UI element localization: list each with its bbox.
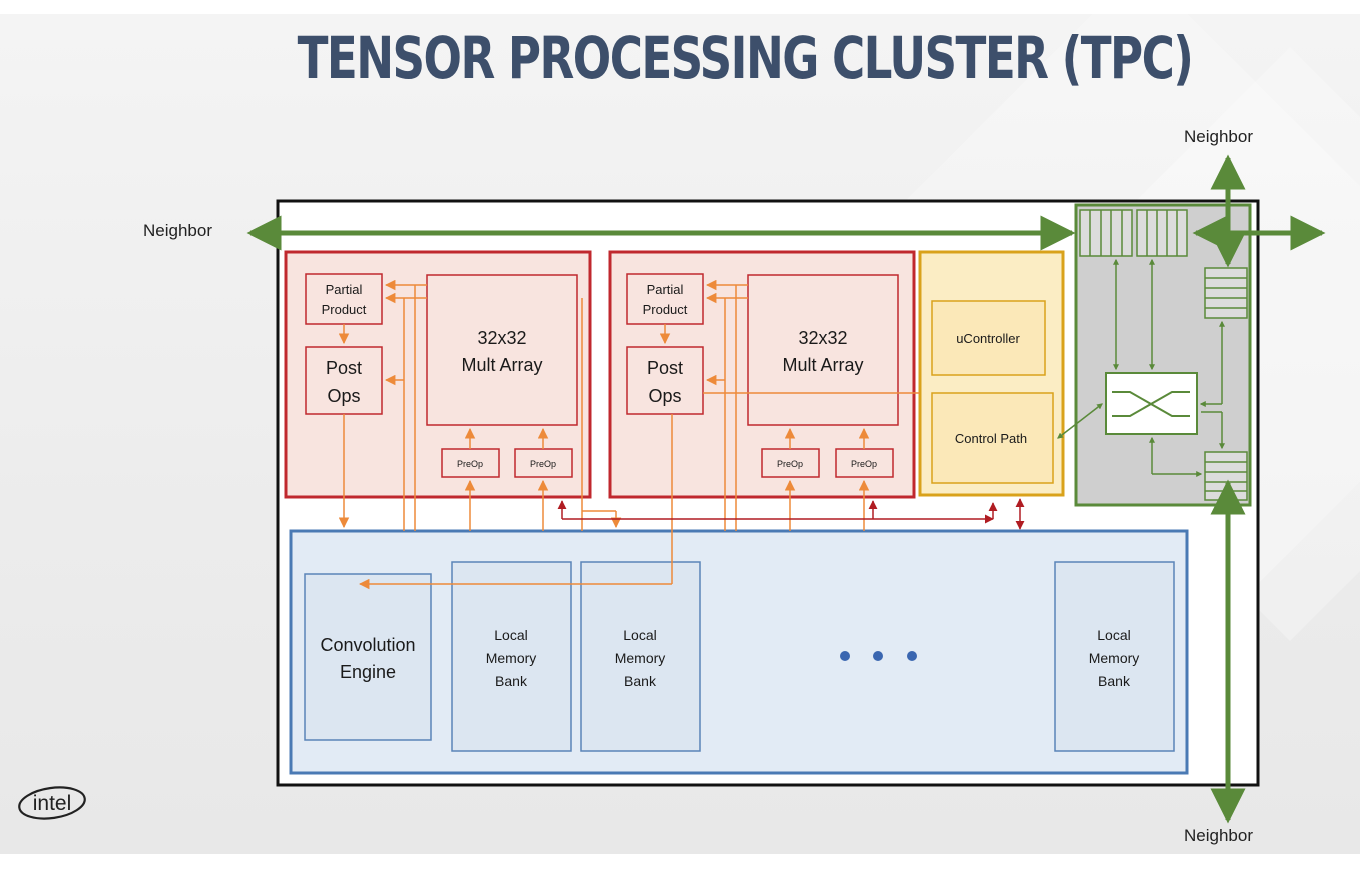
intel-logo: intel xyxy=(18,786,86,820)
memory-bank-label: Bank xyxy=(1098,673,1131,689)
preop-label: PreOp xyxy=(777,459,803,469)
slide-title: TENSOR PROCESSING CLUSTER (TPC) xyxy=(297,24,1194,92)
buffer-queue-icon xyxy=(1079,209,1133,257)
memory-region xyxy=(289,529,1189,775)
partial-product-label: Partial xyxy=(326,282,363,297)
mult-array-label: Mult Array xyxy=(461,355,542,375)
ucontroller-label: uController xyxy=(956,331,1020,346)
preop-box xyxy=(835,448,894,478)
post-ops-box xyxy=(626,346,704,415)
local-memory-bank-3 xyxy=(1054,561,1175,752)
memory-bank-label: Bank xyxy=(495,673,528,689)
control-path-box xyxy=(931,392,1054,484)
control-arrows xyxy=(557,498,1025,530)
convolution-engine-box xyxy=(304,573,432,741)
dataflow-arrows xyxy=(338,279,920,590)
post-ops-label: Ops xyxy=(648,386,681,406)
local-memory-bank-1 xyxy=(451,561,572,752)
neighbor-label-top: Neighbor xyxy=(1184,127,1253,146)
buffer-queue-icon xyxy=(1136,209,1188,257)
neighbor-label-bottom: Neighbor xyxy=(1184,826,1253,845)
post-ops-label: Post xyxy=(647,358,683,378)
partial-product-label: Product xyxy=(643,302,688,317)
memory-bank-label: Local xyxy=(623,627,656,643)
partial-product-label: Partial xyxy=(647,282,684,297)
mult-array-label: 32x32 xyxy=(798,328,847,348)
preop-box xyxy=(761,448,820,478)
memory-bank-label: Memory xyxy=(615,650,666,666)
mult-array-label: 32x32 xyxy=(477,328,526,348)
neighbor-links xyxy=(246,154,1326,824)
convolution-engine-label: Engine xyxy=(340,662,396,682)
preop-box xyxy=(514,448,573,478)
router-internal-links xyxy=(1057,258,1225,477)
partial-product-box xyxy=(626,273,704,325)
neighbor-label-left: Neighbor xyxy=(143,221,212,240)
mult-array-box xyxy=(747,274,899,426)
memory-bank-label: Local xyxy=(1097,627,1130,643)
preop-box xyxy=(441,448,500,478)
crossbar-switch-icon xyxy=(1105,372,1198,435)
local-memory-bank-2 xyxy=(580,561,701,752)
preop-label: PreOp xyxy=(530,459,556,469)
mult-array-box xyxy=(426,274,578,426)
ellipsis-dots-icon xyxy=(840,651,917,661)
buffer-queue-icon xyxy=(1204,267,1248,319)
mult-array-label: Mult Array xyxy=(782,355,863,375)
memory-bank-label: Local xyxy=(494,627,527,643)
svg-text:intel: intel xyxy=(33,792,72,815)
memory-bank-label: Bank xyxy=(624,673,657,689)
post-ops-label: Post xyxy=(326,358,362,378)
convolution-engine-label: Convolution xyxy=(320,635,415,655)
preop-label: PreOp xyxy=(851,459,877,469)
partial-product-label: Product xyxy=(322,302,367,317)
preop-label: PreOp xyxy=(457,459,483,469)
memory-bank-label: Memory xyxy=(486,650,537,666)
post-ops-label: Ops xyxy=(327,386,360,406)
partial-product-box xyxy=(305,273,383,325)
memory-bank-label: Memory xyxy=(1089,650,1140,666)
control-path-label: Control Path xyxy=(955,431,1027,446)
ucontroller-box xyxy=(931,300,1046,376)
